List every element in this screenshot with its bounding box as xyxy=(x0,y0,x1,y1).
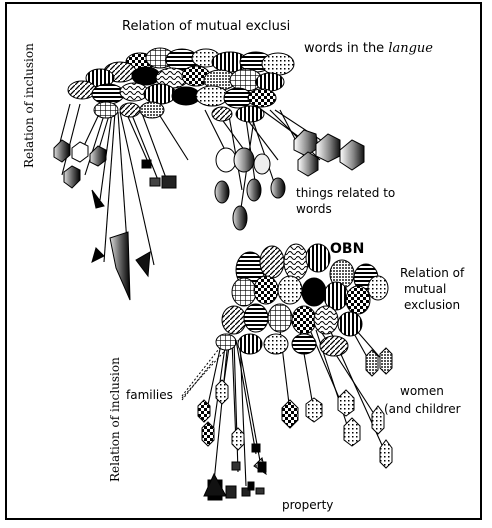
top-included-shapes xyxy=(53,129,365,301)
women-label-line2: (and childrer xyxy=(384,402,461,416)
property-label: property xyxy=(282,498,334,512)
mutual-exclusion-line3: exclusion xyxy=(404,298,461,312)
top-inclusion-lines xyxy=(57,103,346,266)
words-in-langue-label: words in the langue xyxy=(304,42,433,56)
top-word-ovals xyxy=(67,47,295,123)
obn-label: OBN xyxy=(330,241,365,257)
mutual-exclusion-line2: mutual xyxy=(404,282,447,296)
top-title: Relation of mutual exclusi xyxy=(122,19,291,34)
things-label-line2: words xyxy=(296,202,332,216)
langue-italic: langue xyxy=(388,41,433,56)
inclusion-label-bottom: Relation of inclusion xyxy=(108,357,122,482)
families-label: families xyxy=(126,388,173,402)
families-dotted-lines xyxy=(181,344,231,401)
women-label-line1: women xyxy=(400,384,444,398)
inclusion-label-top: Relation of inclusion xyxy=(22,43,36,168)
mutual-exclusion-line1: Relation of xyxy=(400,266,465,280)
bottom-included-shapes xyxy=(197,347,393,501)
bottom-word-ovals xyxy=(215,243,389,357)
words-prefix: words in the xyxy=(304,41,389,56)
things-label-line1: things related to xyxy=(296,186,396,200)
